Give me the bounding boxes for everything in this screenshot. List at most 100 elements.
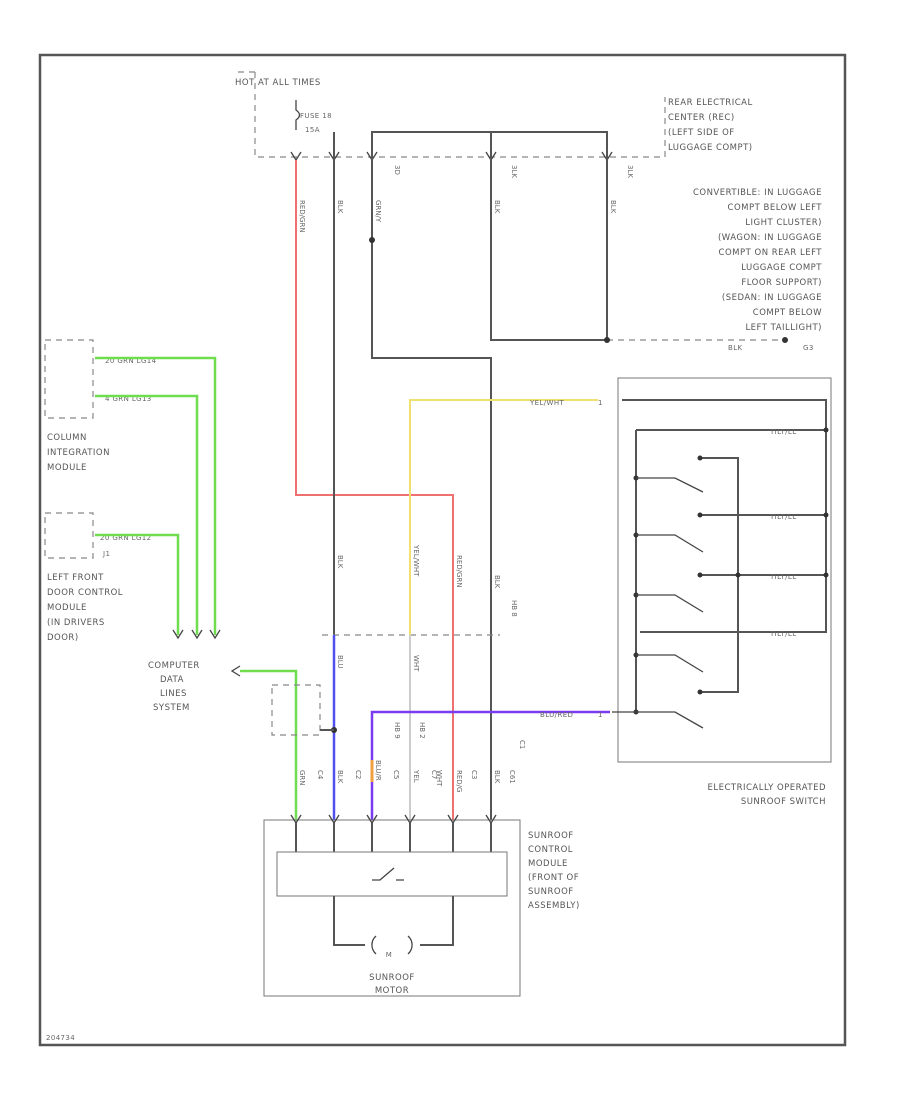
rec-bus-2 bbox=[371, 131, 608, 160]
bottom-pin-id-7: C1 bbox=[518, 740, 526, 749]
module-pin-leads bbox=[295, 823, 492, 852]
yel-wht-label: YEL/WHT bbox=[529, 399, 565, 407]
bottom-wire-color-5: WHT bbox=[435, 770, 443, 787]
switch-wire-4: TILT/LL bbox=[769, 630, 797, 638]
cdls-line3: LINES bbox=[160, 689, 187, 699]
door-module-box bbox=[44, 512, 94, 559]
top-pin-id-3: 3LK bbox=[626, 165, 634, 178]
blu-red-label: BLU/RED bbox=[540, 711, 573, 719]
door-module-line4: (IN DRIVERS bbox=[47, 618, 105, 628]
cdls-line1: COMPUTER bbox=[148, 661, 200, 671]
bottom-wire-color-6: RED/G bbox=[455, 770, 463, 792]
cdls-arrow-1 bbox=[172, 629, 184, 640]
fuse-amp-label: 15A bbox=[305, 126, 320, 134]
motor-leads bbox=[333, 896, 454, 946]
column-module-box bbox=[44, 339, 94, 419]
lower-pin-id-2: HB 2 bbox=[418, 722, 426, 739]
module-name-line3: MODULE bbox=[528, 859, 568, 869]
ground-desc-8: (SEDAN: IN LUGGAGE bbox=[722, 293, 822, 303]
top-wire-color-3: GRN/Y bbox=[374, 200, 382, 223]
ground-wire-label: BLK bbox=[728, 344, 743, 352]
door-module-line5: DOOR) bbox=[47, 633, 79, 643]
connector-top-1 bbox=[290, 151, 302, 162]
rear-center-line1: REAR ELECTRICAL bbox=[668, 98, 753, 108]
module-name-line6: ASSEMBLY) bbox=[528, 901, 580, 911]
column-pin-2: 4 GRN LG13 bbox=[105, 395, 152, 403]
motor-name-line2: MOTOR bbox=[375, 986, 409, 996]
motor-symbol: M bbox=[386, 951, 392, 959]
top-wire-color-2: BLK bbox=[336, 200, 344, 214]
switch-wire-2: TILT/LL bbox=[769, 513, 797, 521]
bottom-wire-color-7: BLK bbox=[493, 770, 501, 784]
top-pin-id-1: 3D bbox=[393, 165, 401, 175]
bottom-pin-id-4: C7 bbox=[430, 770, 438, 779]
bottom-pin-id-2: C2 bbox=[354, 770, 362, 779]
cdls-arrow-3 bbox=[209, 629, 221, 640]
ground-id-label: G3 bbox=[803, 344, 814, 352]
top-wire-color-5: BLK bbox=[609, 200, 617, 214]
sunroof-control-module-box bbox=[263, 819, 521, 997]
lower-pin-id-1: HB 9 bbox=[393, 722, 401, 739]
top-wire-color-1: RED/GRN bbox=[298, 200, 306, 233]
cdls-line2: DATA bbox=[160, 675, 184, 685]
bottom-pin-id-1: C4 bbox=[316, 770, 324, 780]
ground-point bbox=[782, 337, 788, 343]
switch-contact-5 bbox=[612, 709, 704, 729]
bottom-pin-id-5: C3 bbox=[470, 770, 478, 779]
switch-contact-4 bbox=[633, 652, 704, 695]
door-pin-label: 20 GRN LG12 bbox=[100, 534, 152, 542]
switch-contact-1 bbox=[633, 455, 704, 518]
bottom-wire-color-3: BLU/R bbox=[374, 760, 382, 781]
rear-center-box bbox=[254, 72, 666, 158]
mid-wire-color-4: BLK bbox=[493, 575, 501, 589]
wire-grn-lg14 bbox=[95, 356, 217, 635]
switch-name-line2: SUNROOF SWITCH bbox=[741, 797, 826, 807]
bottom-wire-color-1: GRN bbox=[298, 770, 306, 786]
fuse-label: FUSE 18 bbox=[300, 112, 332, 120]
bottom-wire-color-2: BLK bbox=[336, 770, 344, 784]
module-inner-box bbox=[276, 851, 508, 897]
module-name-line4: (FRONT OF bbox=[528, 873, 579, 883]
ground-desc-3: LIGHT CLUSTER) bbox=[745, 218, 822, 228]
column-pin-1: 20 GRN LG14 bbox=[105, 357, 157, 365]
splice-dot bbox=[369, 237, 375, 243]
switch-dot-4 bbox=[735, 572, 741, 578]
cdls-arrow-out bbox=[230, 665, 241, 677]
door-module-line3: MODULE bbox=[47, 603, 87, 613]
wire-grn-lg12 bbox=[95, 533, 180, 635]
wire-yel-wht bbox=[409, 399, 598, 820]
motor-name-line1: SUNROOF bbox=[369, 973, 415, 983]
column-module-line2: INTEGRATION bbox=[47, 448, 110, 458]
mid-wire-color-2: YEL/WHT bbox=[412, 544, 420, 577]
cdls-arrow-2 bbox=[191, 629, 203, 640]
hot-at-all-times-label: HOT AT ALL TIMES bbox=[235, 78, 321, 88]
switch-wire-1: TILT/LL bbox=[769, 428, 797, 436]
wire-red-grn bbox=[295, 160, 454, 820]
switch-name-line1: ELECTRICALLY OPERATED bbox=[707, 783, 826, 793]
rear-center-line2: CENTER (REC) bbox=[668, 113, 735, 123]
top-wire-color-4: BLK bbox=[493, 200, 501, 214]
ground-desc-5: COMPT ON REAR LEFT bbox=[719, 248, 823, 258]
ground-desc-6: LUGGAGE COMPT bbox=[741, 263, 822, 273]
ground-splice bbox=[604, 337, 610, 343]
mid-wire-color-1: BLK bbox=[336, 555, 344, 569]
wire-grn-lg13 bbox=[95, 394, 199, 635]
cdls-line4: SYSTEM bbox=[153, 703, 190, 713]
module-relay-switch bbox=[372, 867, 404, 881]
ground-desc-1: CONVERTIBLE: IN LUGGAGE bbox=[693, 188, 822, 198]
switch-dot-3 bbox=[823, 572, 829, 578]
ground-desc-7: FLOOR SUPPORT) bbox=[741, 278, 822, 288]
bottom-pin-id-6: C61 bbox=[508, 770, 516, 784]
switch-contact-3 bbox=[633, 572, 704, 613]
top-pin-id-2: 3LK bbox=[510, 165, 518, 178]
module-name-line1: SUNROOF bbox=[528, 831, 574, 841]
switch-dot-2 bbox=[823, 512, 829, 518]
fuse-symbol bbox=[295, 100, 301, 130]
rear-center-line4: LUGGAGE COMPT) bbox=[668, 143, 753, 153]
switch-wire-3: TILT/LL bbox=[769, 573, 797, 581]
door-pin-id: J1 bbox=[102, 550, 110, 558]
bottom-wire-color-4: YEL bbox=[412, 769, 420, 783]
wire-blk-3 bbox=[490, 160, 607, 341]
wire-blu-red bbox=[370, 710, 610, 820]
sunroof-switch-box bbox=[617, 377, 832, 763]
